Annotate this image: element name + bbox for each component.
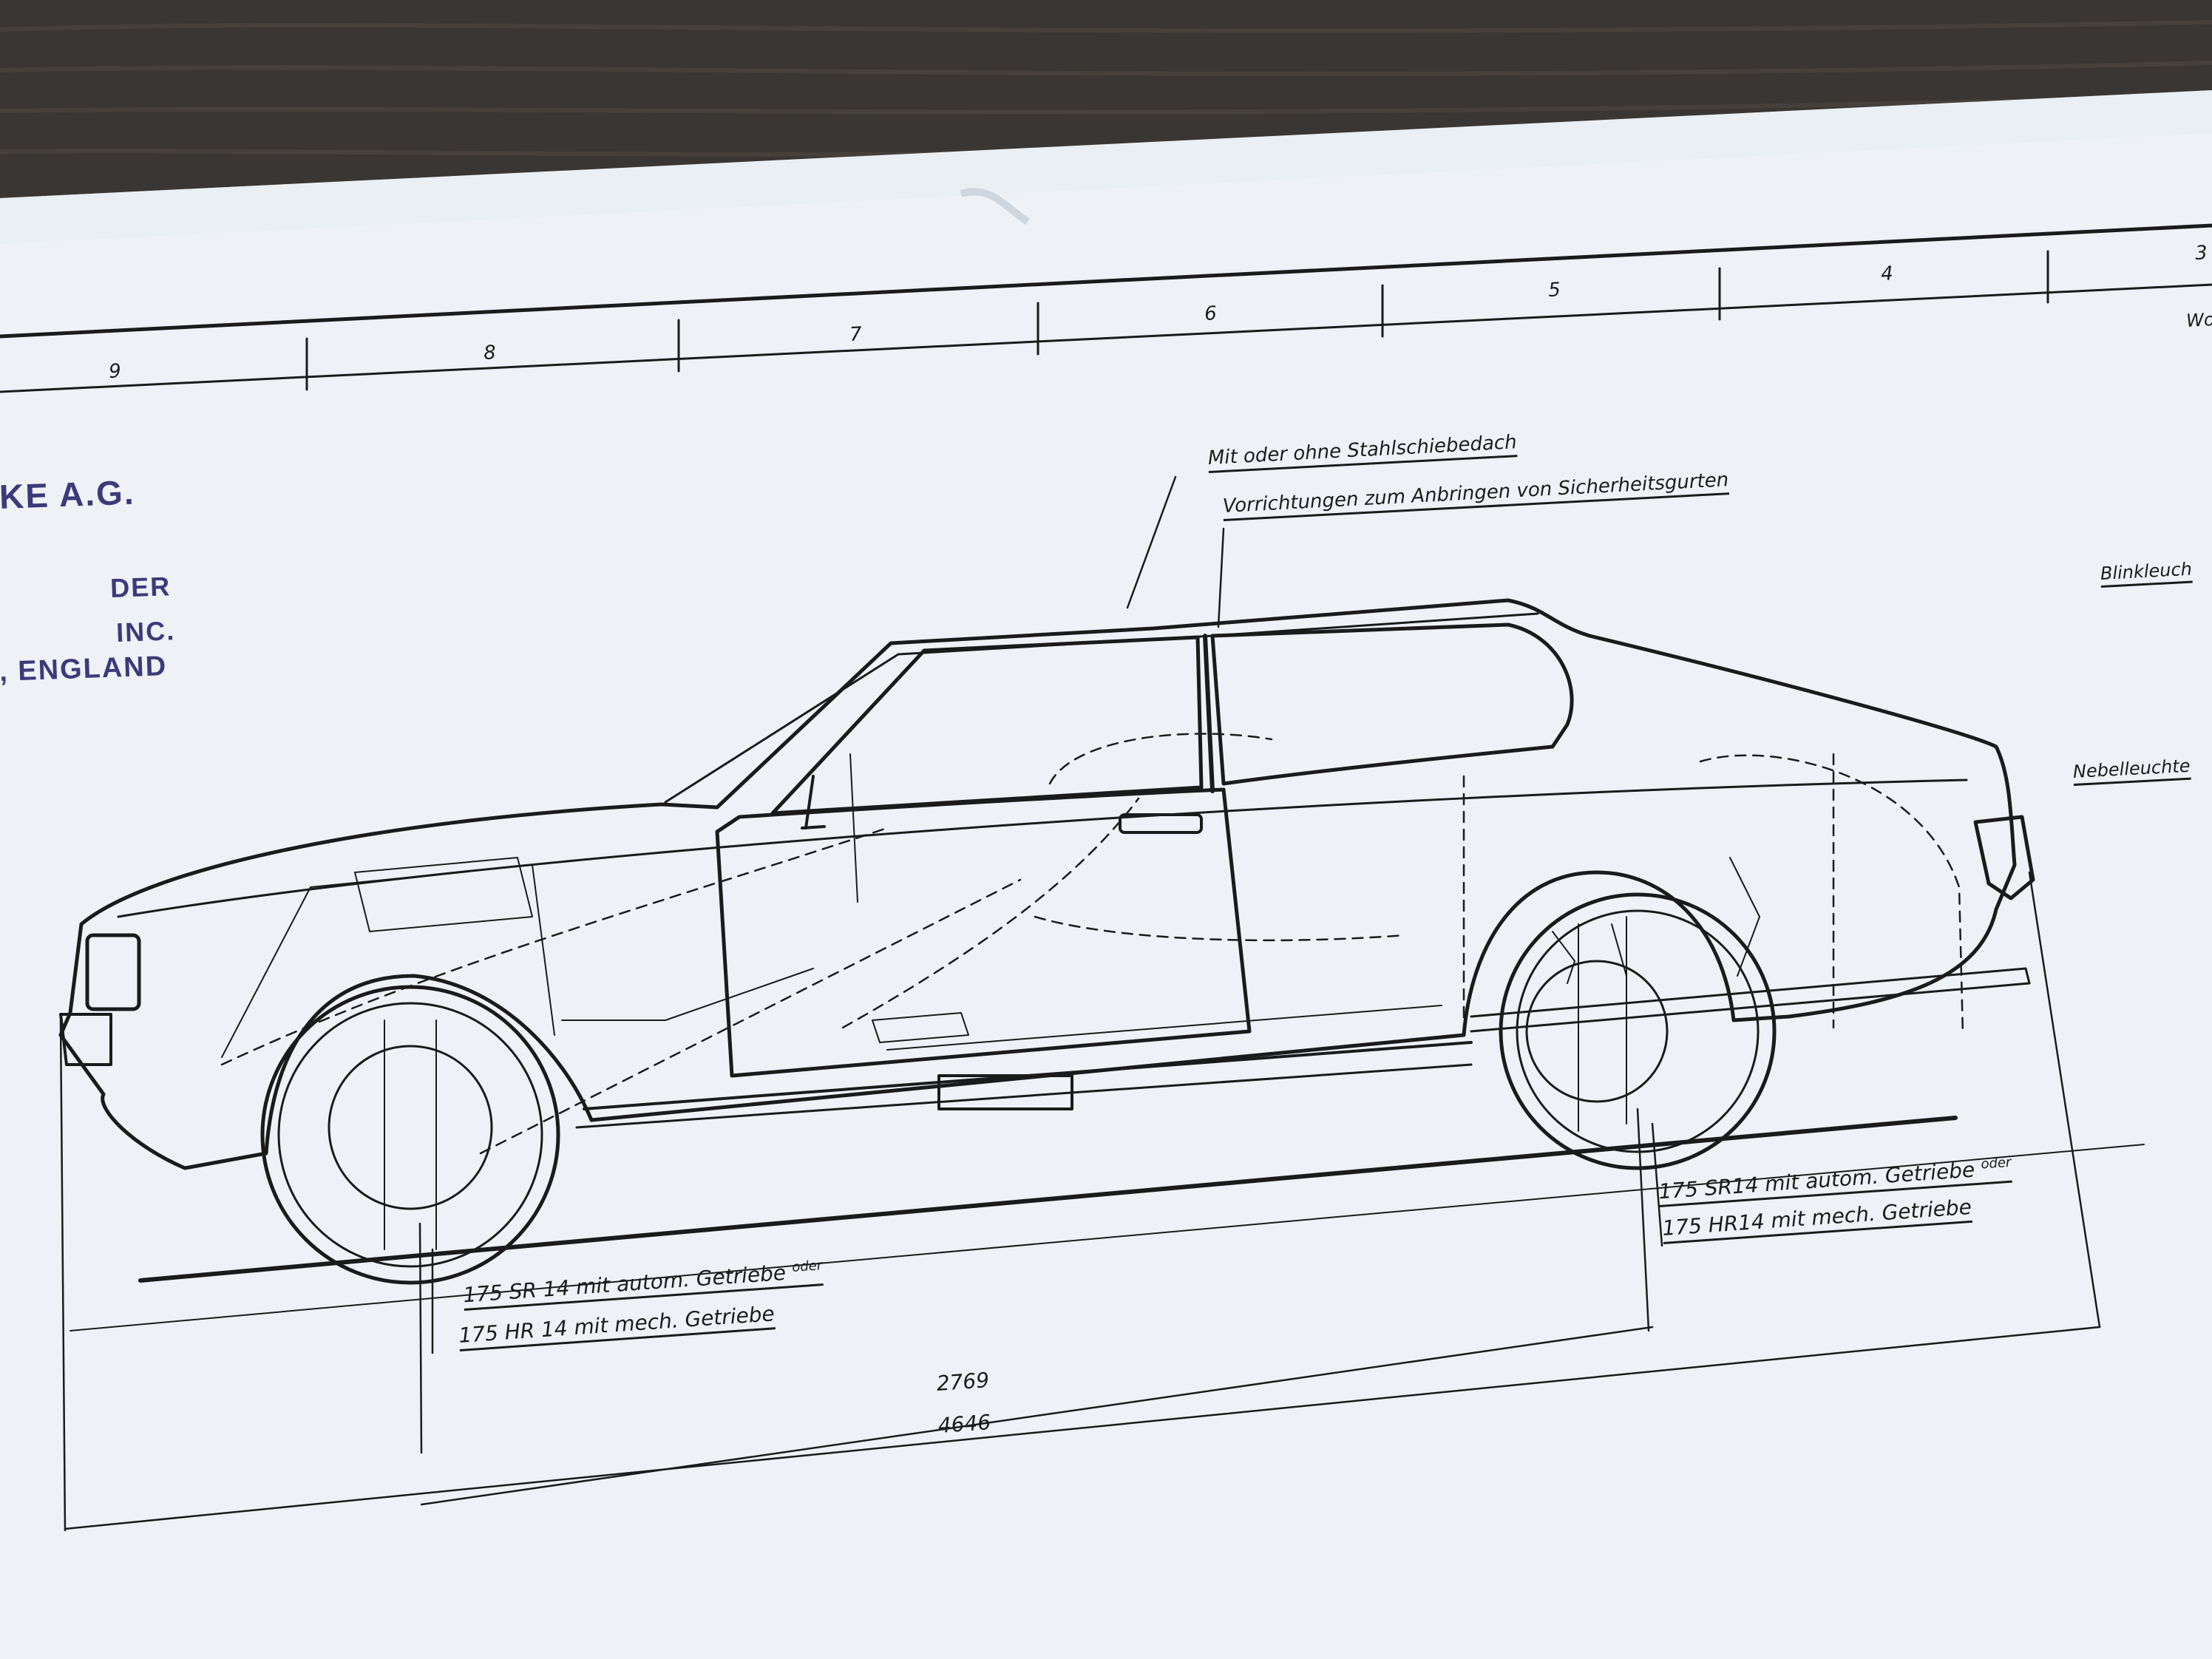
front-tyre-spec-1-suffix: oder [791,1258,823,1275]
grid-number-6: 6 [1204,302,1218,325]
margin-fragment: Wo [2185,309,2212,331]
tail-light [1973,815,2035,900]
grid-number-3: 3 [2194,242,2208,265]
headlight [85,933,141,1011]
callout-indicator: Blinkleuch [2100,558,2193,588]
grid-number-4: 4 [1880,262,1894,285]
grid-number-5: 5 [1547,279,1561,302]
rear-tyre-spec-1-suffix: oder [1980,1154,2012,1173]
stamp-line-3: DER [109,571,172,604]
door-outline [715,787,1252,1078]
dimension-wheelbase: 2769 [935,1368,991,1396]
stamp-line-2 [0,525,10,558]
rear-wheel [1499,892,1777,1170]
stamp-line-5: , ENGLAND [0,651,168,688]
dimension-overall-length: 4646 [937,1410,992,1438]
stamp-line-4: INC. [115,615,176,648]
grid-number-7: 7 [849,323,863,346]
grid-number-8: 8 [483,342,497,364]
front-wheel [260,985,560,1285]
rear-side-window [1210,622,1574,786]
car-body-outline [58,598,2017,1170]
grid-number-9: 9 [108,360,122,383]
stamp-line-1: KE A.G. [0,472,136,517]
